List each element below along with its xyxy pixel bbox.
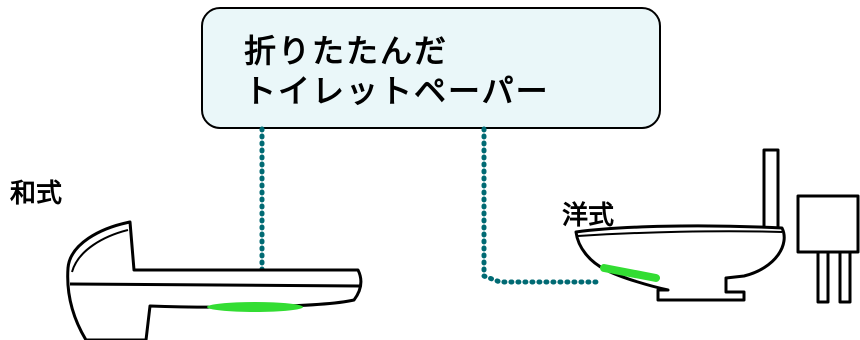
western-toilet-tank-leg-right xyxy=(838,250,852,304)
japanese-toilet xyxy=(66,220,363,340)
japanese-toilet-rim xyxy=(69,282,361,288)
connector-line-western xyxy=(481,126,603,285)
japanese-toilet-body xyxy=(66,220,363,340)
western-toilet xyxy=(574,148,860,304)
japanese-toilet-hood-edge xyxy=(71,229,129,273)
callout-line-2: トイレットペーパー xyxy=(244,72,550,110)
paper-on-western-toilet xyxy=(600,264,660,282)
callout-box: 折りたたんだ トイレットペーパー xyxy=(201,7,661,129)
western-toilet-seat-edge xyxy=(577,230,783,237)
western-toilet-tank-leg-left xyxy=(816,250,830,304)
western-toilet-bowl xyxy=(574,224,786,302)
western-toilet-tank xyxy=(796,194,860,254)
label-japanese-style: 和式 xyxy=(10,179,62,209)
callout-frame xyxy=(201,7,661,129)
label-western-style: 洋式 xyxy=(562,200,614,231)
callout-line-1: 折りたたんだ xyxy=(244,32,448,70)
paper-on-japanese-toilet xyxy=(207,302,303,312)
